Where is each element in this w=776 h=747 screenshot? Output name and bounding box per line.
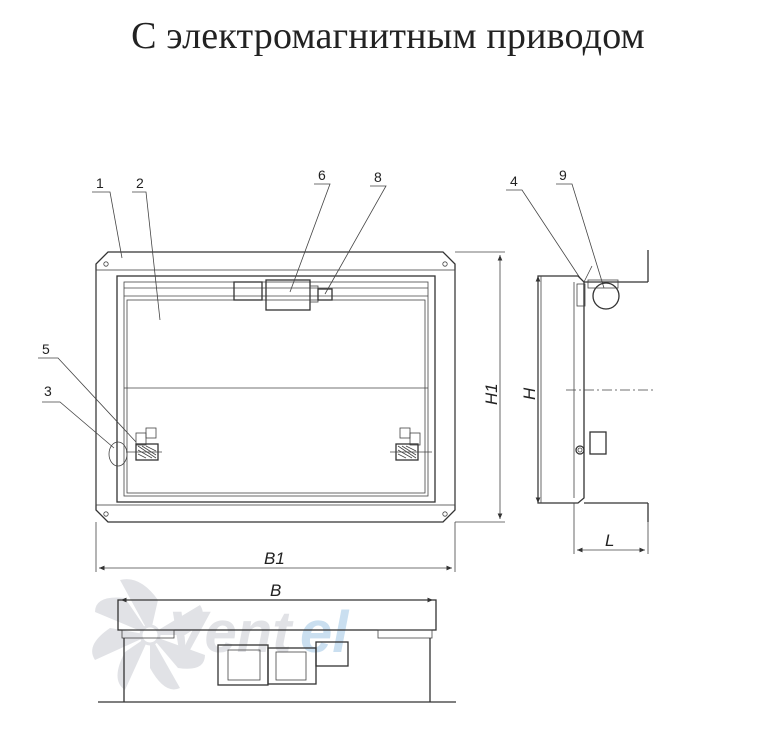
corner-hole (442, 261, 448, 267)
corner-hole (103, 511, 109, 517)
watermark-text: Vent (168, 600, 294, 665)
outer-frame-inner-line (95, 269, 456, 506)
latch-left (135, 432, 147, 446)
inner-frame (116, 275, 436, 503)
latch-right-head (399, 427, 411, 439)
callout-4: 4 (510, 173, 518, 189)
dimension-h1: H1 (455, 251, 505, 523)
damper-blade (126, 299, 426, 494)
corner-hole (103, 261, 109, 267)
dimension-l-label: L (605, 531, 614, 550)
latch-left-head (145, 427, 157, 439)
corner-hole (442, 511, 448, 517)
side-electromagnet (592, 282, 620, 310)
dimension-l: L (573, 503, 649, 554)
dimension-h-label: H (520, 387, 539, 400)
callout-2: 2 (136, 175, 144, 191)
inner-frame-edge (123, 281, 429, 497)
side-view (537, 250, 654, 522)
drive-switch (317, 288, 333, 301)
callout-9: 9 (559, 167, 567, 183)
callout-1: 1 (96, 175, 104, 191)
side-latch (589, 431, 607, 455)
side-drive-plate (587, 279, 619, 289)
drive-bracket (233, 281, 263, 301)
watermark-logo: Vent el (92, 579, 350, 690)
side-frame (537, 275, 585, 504)
dimension-b1-label: B1 (264, 549, 285, 568)
dimension-b1: B1 (95, 522, 456, 572)
top-switch (315, 641, 349, 667)
side-spring (575, 445, 585, 455)
page-title: С электромагнитным приводом (131, 15, 645, 57)
callout-3: 3 (44, 383, 52, 399)
dimension-b: B (121, 581, 433, 603)
latch-right (409, 432, 421, 446)
outer-frame (95, 251, 456, 523)
electromagnet (265, 279, 311, 311)
callout-8: 8 (374, 169, 382, 185)
watermark-accent: el (300, 600, 350, 665)
dimension-b-label: B (270, 581, 281, 600)
detail-circle-3 (108, 441, 128, 467)
callout-5: 5 (42, 341, 50, 357)
dimension-h1-label: H1 (482, 383, 501, 405)
fan-icon (92, 579, 205, 690)
callout-leaders (38, 183, 605, 449)
callout-6: 6 (318, 167, 326, 183)
dimension-h: H (520, 276, 541, 503)
front-view (95, 251, 456, 523)
